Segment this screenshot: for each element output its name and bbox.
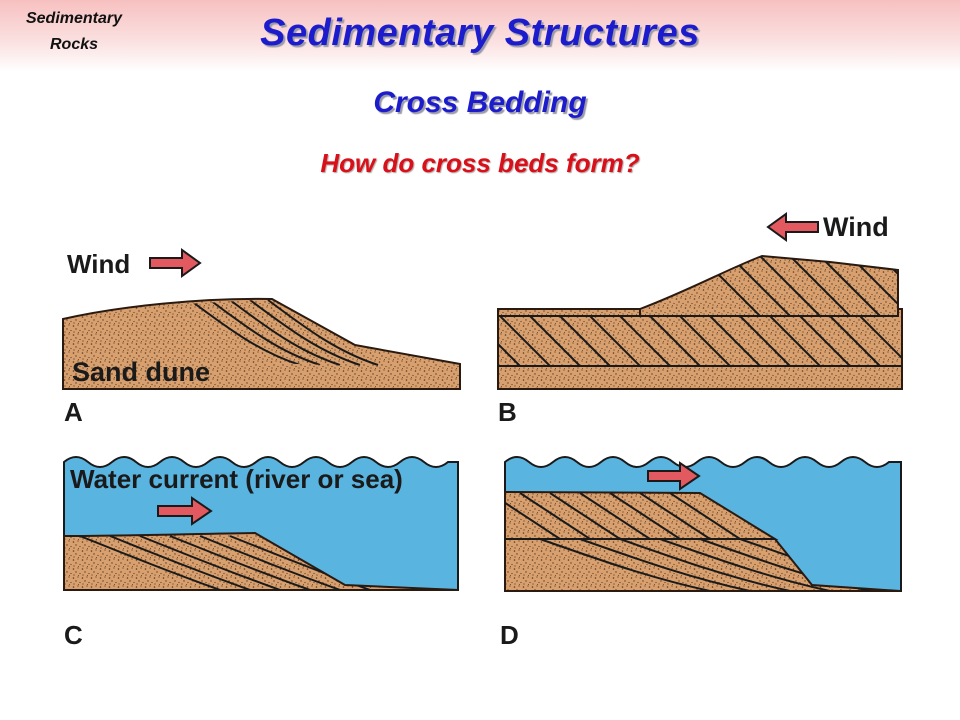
topic-line-1: Sedimentary <box>25 10 123 27</box>
panel-b-old-crossbeds <box>498 316 902 366</box>
panel-b-wind-label: Wind <box>823 212 889 242</box>
panel-a-dune <box>62 297 461 390</box>
panel-a-letter: A <box>64 397 83 427</box>
panel-a-foresets <box>189 299 379 366</box>
panel-d-letter: D <box>500 620 519 650</box>
panel-b-wind-arrow <box>766 212 819 242</box>
topic-line-2: Rocks <box>49 36 99 53</box>
page-title: Sedimentary Structures <box>260 12 700 54</box>
panel-c-current-arrow <box>157 496 213 526</box>
panel-a-wind-label: Wind <box>67 249 130 279</box>
panel-a-sand-dune-label: Sand dune <box>72 357 210 387</box>
panel-a-wind-arrow <box>149 248 202 278</box>
panel-a: Wind Sand dune A <box>62 248 461 427</box>
panel-b: Wind B <box>497 212 903 427</box>
page-subtitle: Cross Bedding <box>373 86 587 119</box>
panel-c-letter: C <box>64 620 83 650</box>
topic-label: Sedimentary Rocks <box>10 6 138 58</box>
panel-d-lower-set <box>504 538 901 592</box>
panel-d-upper-foresets <box>505 492 741 539</box>
question-text: How do cross beds form? <box>320 148 640 178</box>
panel-b-base <box>497 308 903 390</box>
panel-b-dune <box>639 254 899 317</box>
panel-d: D <box>500 456 902 650</box>
panel-c-current-label: Water current (river or sea) <box>70 464 403 494</box>
header-banner <box>0 0 960 72</box>
panel-d-current-arrow <box>647 461 701 491</box>
panel-c: Water current (river or sea) C <box>63 456 459 650</box>
panel-c-sediment <box>63 531 459 591</box>
panel-b-letter: B <box>498 397 517 427</box>
